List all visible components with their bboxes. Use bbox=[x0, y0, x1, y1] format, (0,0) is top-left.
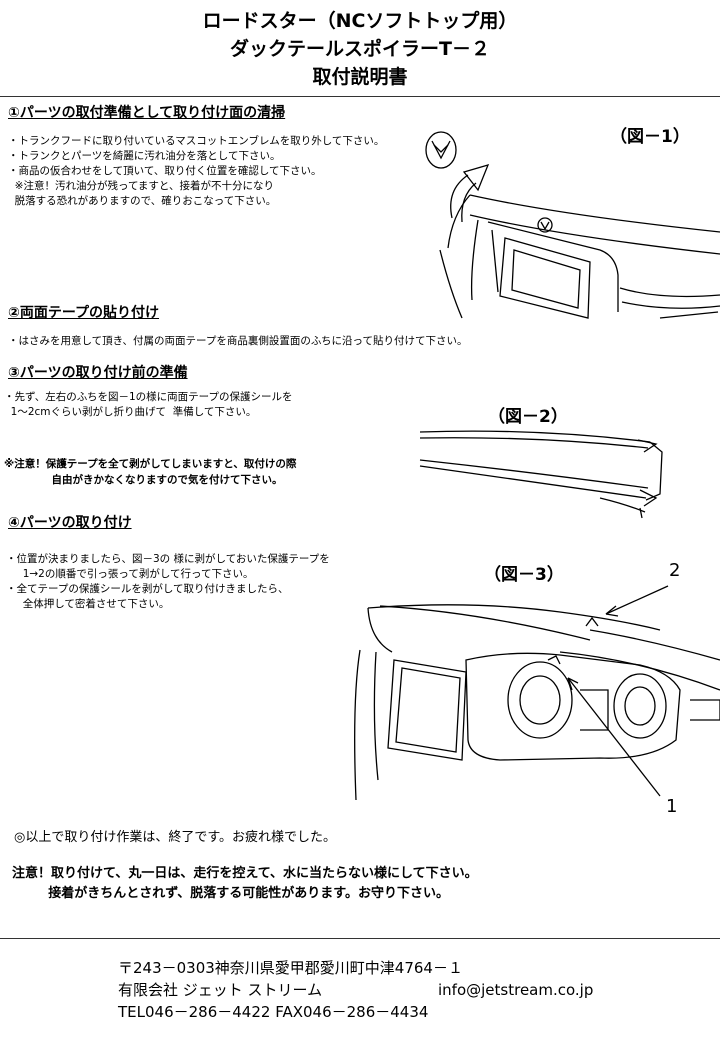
section-4-line-3: ・全てテープの保護シールを剥がして取り付けきましたら、 bbox=[6, 583, 289, 595]
footer-divider bbox=[0, 938, 720, 939]
figure-2-label: （図－2） bbox=[488, 407, 568, 427]
section-3-line-2: 1～2cmぐらい剥がし折り曲げて 準備して下さい。 bbox=[4, 406, 257, 418]
section-1-line-5: 脱落する恐れがありますので、確りおこなって下さい。 bbox=[8, 195, 277, 207]
final-notice-line-2: 接着がきちんとされず、脱落する可能性があります。お守り下さい。 bbox=[12, 886, 449, 901]
section-3-warning-line-1: ※注意！保護テープを全て剥がしてしまいますと、取付けの際 bbox=[4, 458, 297, 470]
document-title-line-3: 取付説明書 bbox=[312, 66, 408, 88]
section-4-line-4: 全体押して密着させて下さい。 bbox=[6, 598, 170, 610]
footer-address: 〒243－0303神奈川県愛甲郡愛川町中津4764－１ bbox=[118, 959, 463, 977]
header-divider bbox=[0, 96, 720, 97]
section-4-line-2: 1→2の順番で引っ張って剥がして行って下さい。 bbox=[6, 568, 254, 580]
section-3-warning: ※注意！保護テープを全て剥がしてしまいますと、取付けの際 自由がきかなくなります… bbox=[4, 456, 296, 488]
footer-company: 有限会社 ジェット ストリーム bbox=[118, 981, 323, 999]
section-2-heading: ②両面テープの貼り付け bbox=[8, 305, 160, 321]
callout-2: 2 bbox=[669, 560, 681, 581]
section-1-text: ・トランクフードに取り付いているマスコットエンブレムを取り外して下さい。 ・トラ… bbox=[8, 134, 384, 209]
section-4-text: ・位置が決まりましたら、図－3の 様に剥がしておいた保護テープを 1→2の順番で… bbox=[6, 552, 330, 612]
section-3-warning-line-2: 自由がきかなくなりますので気を付けて下さい。 bbox=[4, 474, 283, 486]
document-title-line-1: ロードスター（NCソフトトップ用） bbox=[202, 10, 518, 32]
document-title-line-2: ダックテールスポイラーT－２ bbox=[230, 38, 490, 60]
footer-email: info@jetstream.co.jp bbox=[438, 981, 594, 999]
completion-message: ◎以上で取り付け作業は、終了です。お疲れ様でした。 bbox=[14, 830, 337, 845]
section-4-heading: ④パーツの取り付け bbox=[8, 515, 132, 531]
section-3-text: ・先ず、左右のふちを図－1の様に両面テープの保護シールを 1～2cmぐらい剥がし… bbox=[4, 390, 293, 420]
final-notice: 注意！取り付けて、丸一日は、走行を控えて、水に当たらない様にして下さい。 接着が… bbox=[12, 864, 478, 904]
final-notice-line-1: 注意！取り付けて、丸一日は、走行を控えて、水に当たらない様にして下さい。 bbox=[12, 866, 478, 881]
section-3-line-1: ・先ず、左右のふちを図－1の様に両面テープの保護シールを bbox=[4, 391, 293, 403]
section-4-line-1: ・位置が決まりましたら、図－3の 様に剥がしておいた保護テープを bbox=[6, 553, 330, 565]
section-2-text: ・はさみを用意して頂き、付属の両面テープを商品裏側設置面のふちに沿って貼り付けて… bbox=[8, 335, 468, 347]
section-1-line-4: ※注意！汚れ油分が残ってますと、接着が不十分になり bbox=[8, 180, 275, 192]
section-1-line-2: ・トランクとパーツを綺麗に汚れ油分を落として下さい。 bbox=[8, 150, 281, 162]
section-3-heading: ③パーツの取り付け前の準備 bbox=[8, 365, 188, 381]
figure-1-label: （図－1） bbox=[610, 127, 690, 147]
callout-1: 1 bbox=[666, 796, 678, 817]
section-1-line-3: ・商品の仮合わせをして頂いて、取り付く位置を確認して下さい。 bbox=[8, 165, 322, 177]
figure-3-label: （図－3） bbox=[484, 565, 564, 585]
footer-phone-fax: TEL046－286－4422 FAX046－286－4434 bbox=[118, 1003, 429, 1021]
section-1-heading: ①パーツの取付準備として取り付け面の清掃 bbox=[8, 105, 286, 121]
section-1-line-1: ・トランクフードに取り付いているマスコットエンブレムを取り外して下さい。 bbox=[8, 135, 385, 147]
